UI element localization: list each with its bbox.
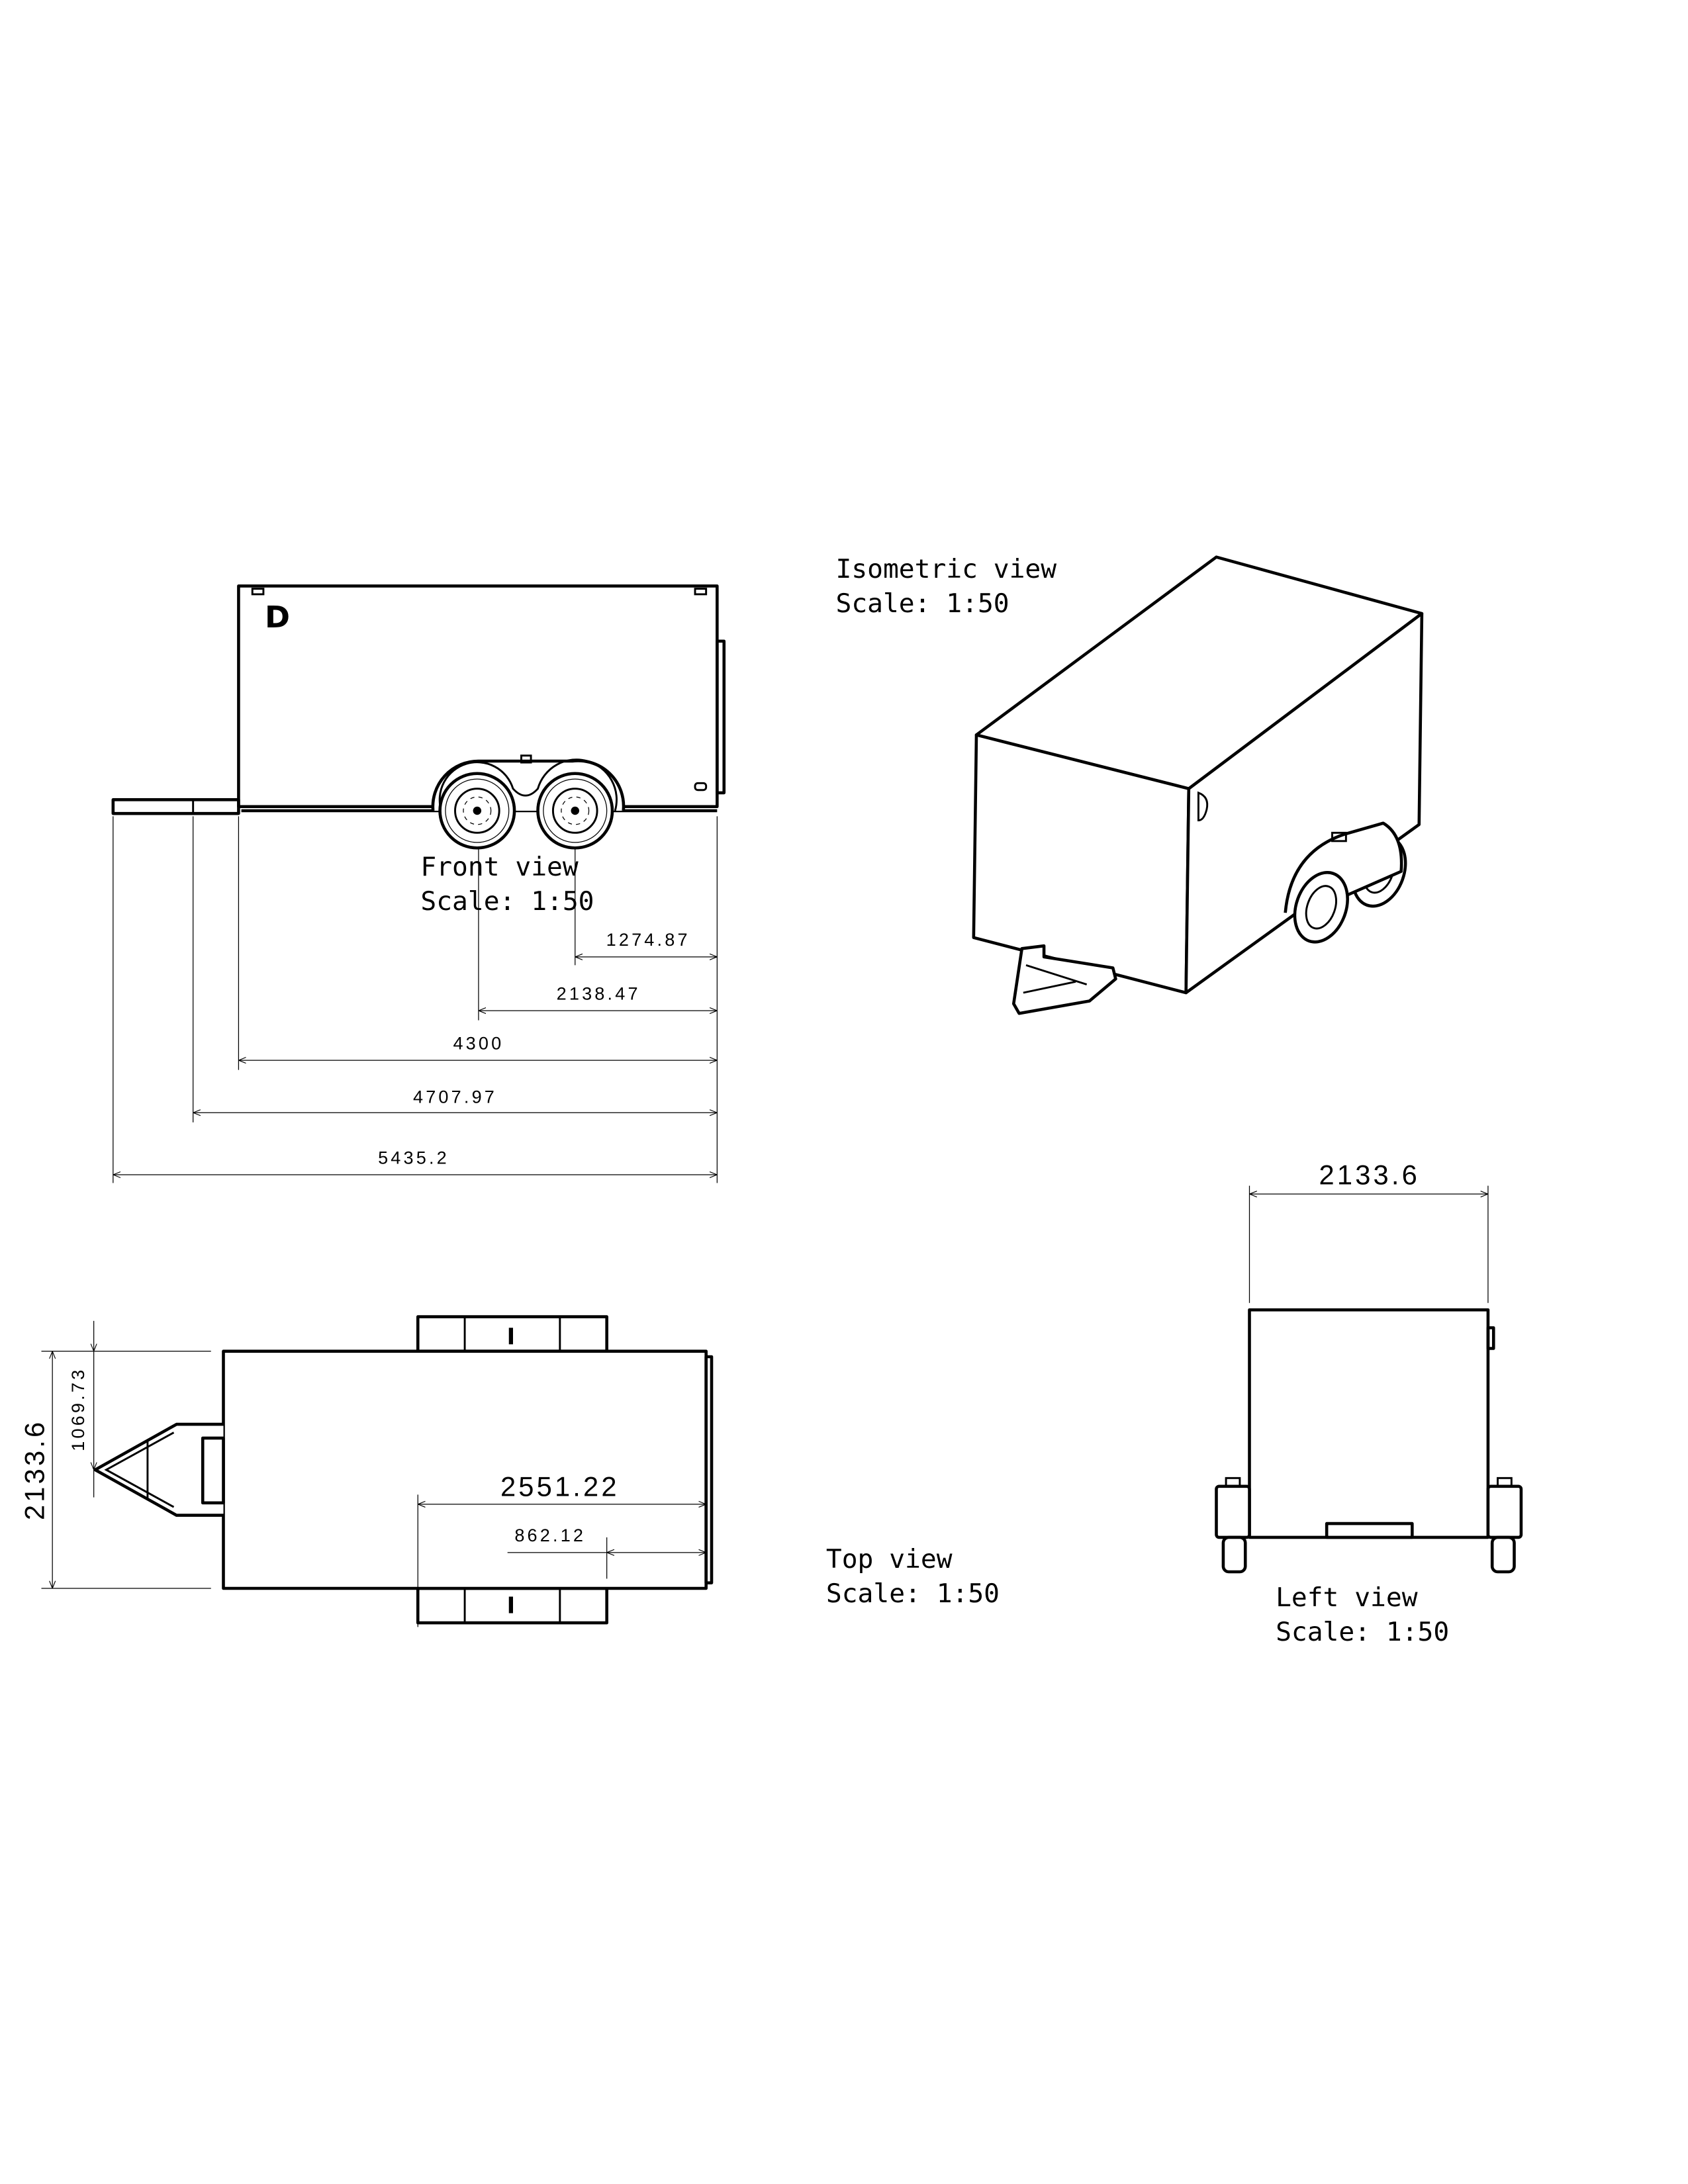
iso-wheels	[1284, 821, 1407, 944]
drawbar-end	[1325, 1522, 1414, 1539]
trailer-body-rear	[1248, 1308, 1490, 1539]
dim-5435-2: 5435.2	[378, 1147, 449, 1167]
rear-hardware	[716, 639, 726, 795]
left-view-title: Left view	[1276, 1582, 1418, 1613]
isometric-view: Isometric view Scale: 1:50	[836, 554, 1424, 1015]
drawbar	[111, 798, 240, 815]
dim-top-2133-6: 2133.6	[19, 1420, 50, 1520]
dim-2138-47: 2138.47	[557, 983, 641, 1003]
door-mark: D	[265, 599, 290, 635]
iso-drawbar	[1011, 944, 1117, 1015]
top-view: 2133.6 1069.73 2551.22 862.12 Top view S…	[19, 1315, 1000, 1627]
dim-4300: 4300	[453, 1032, 504, 1053]
isometric-view-title: Isometric view	[836, 554, 1057, 584]
extension-lines	[113, 816, 718, 1183]
left-view: 2133.6 Left view Scale: 1:50	[1215, 1160, 1523, 1647]
dim-862-12: 862.12	[514, 1525, 586, 1545]
front-view: D Front view Scale: 1:50	[111, 584, 726, 1183]
dim-left-2133-6: 2133.6	[1319, 1160, 1420, 1191]
dim-2551-22: 2551.22	[500, 1471, 620, 1502]
left-view-scale: Scale: 1:50	[1276, 1617, 1449, 1647]
dim-1274-87: 1274.87	[606, 929, 690, 950]
fender-right	[1486, 1484, 1523, 1539]
iso-side-face	[1184, 612, 1424, 995]
wheel-front-axle	[438, 772, 516, 850]
front-view-scale: Scale: 1:50	[420, 886, 594, 917]
dimension-lines	[113, 957, 718, 1175]
top-view-title: Top view	[826, 1544, 953, 1574]
dim-1069-73: 1069.73	[68, 1367, 88, 1451]
drawbar-a-frame	[93, 1422, 224, 1517]
dim-4707-97: 4707.97	[413, 1087, 497, 1107]
tire-left	[1221, 1535, 1247, 1574]
fender-left	[1215, 1484, 1251, 1539]
tire-right	[1490, 1535, 1516, 1574]
isometric-view-scale: Scale: 1:50	[836, 588, 1009, 619]
front-view-title: Front view	[420, 852, 578, 882]
top-view-scale: Scale: 1:50	[826, 1578, 1000, 1609]
wheel-rear-axle	[536, 772, 614, 850]
